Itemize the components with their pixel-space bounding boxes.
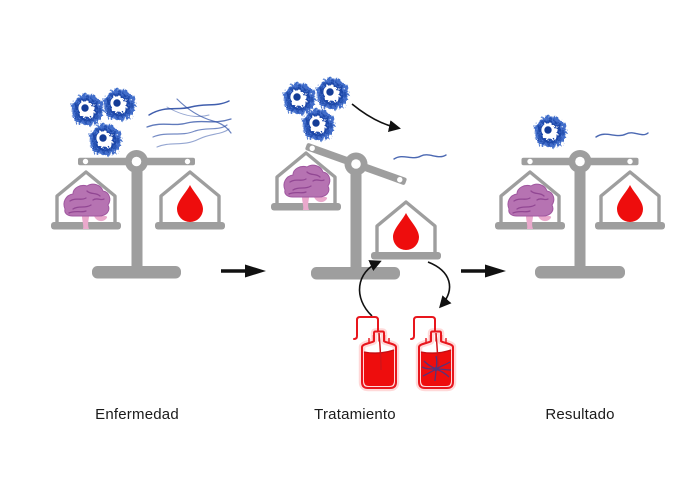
scale-post bbox=[574, 162, 586, 268]
blood-bag-contaminated-icon bbox=[411, 317, 453, 388]
immune-cells-icon bbox=[70, 88, 133, 154]
fibril-icon bbox=[595, 132, 649, 138]
scale-post bbox=[131, 162, 143, 268]
balance-scale-tilted bbox=[269, 143, 443, 280]
balance-scale bbox=[49, 150, 227, 279]
scale-foot bbox=[92, 266, 181, 279]
scale-foot bbox=[311, 267, 400, 280]
stage-label-treatment: Tratamiento bbox=[314, 406, 396, 423]
blood-bag-clean-icon bbox=[354, 317, 396, 388]
fibrils-icon bbox=[146, 98, 232, 148]
curved-arrow-blood-in bbox=[358, 260, 382, 317]
scale-post bbox=[350, 164, 362, 268]
fibril-icon bbox=[393, 154, 447, 160]
immune-cell-icon bbox=[533, 115, 564, 146]
stage-disease bbox=[49, 88, 232, 279]
arrow-right-icon bbox=[461, 264, 506, 278]
stage-result bbox=[493, 115, 667, 279]
curved-arrow-cells-to-fibril bbox=[351, 103, 401, 132]
curved-arrow-blood-out bbox=[427, 261, 452, 309]
stage-treatment bbox=[269, 77, 453, 389]
stage-label-disease: Enfermedad bbox=[95, 406, 179, 423]
scale-foot bbox=[535, 266, 625, 279]
arrow-right-icon bbox=[221, 264, 266, 278]
balance-scale bbox=[493, 150, 667, 279]
immune-cells-icon bbox=[282, 77, 346, 139]
stage-label-result: Resultado bbox=[545, 406, 615, 423]
